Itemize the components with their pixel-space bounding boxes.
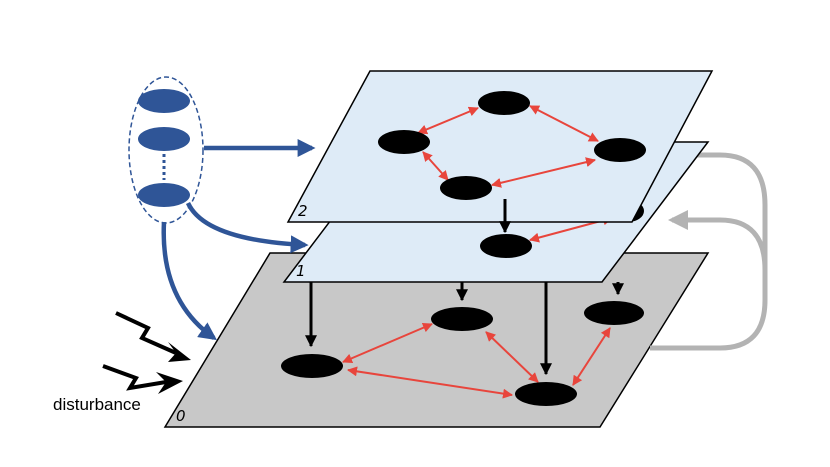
plane-2 [286,70,714,223]
plane-2-node [378,130,430,154]
plane-2-node [478,91,530,115]
controller-node [138,183,190,207]
plane-2-edges [417,105,599,188]
plane-1-label: 1 [296,262,306,280]
controller-node [138,89,190,113]
control-arrows [161,139,316,341]
plane-2-label: 2 [298,202,308,220]
plane-0-node [515,382,577,406]
plane-0-node [281,354,343,378]
plane-1-node [480,234,532,258]
plane-2-node [594,138,646,162]
disturbance-label: disturbance [53,395,141,414]
inter-layer-arrows-1-0 [305,282,624,376]
plane-0-edges [342,322,611,399]
plane-0-label: 0 [176,407,186,425]
feedback-arrow-to-plane-1 [668,210,768,271]
plane-2-node [440,176,492,200]
plane-0-node [431,307,493,331]
plane-0-node [584,301,644,325]
controller-node [138,127,190,151]
disturbance-arrows [102,311,191,394]
